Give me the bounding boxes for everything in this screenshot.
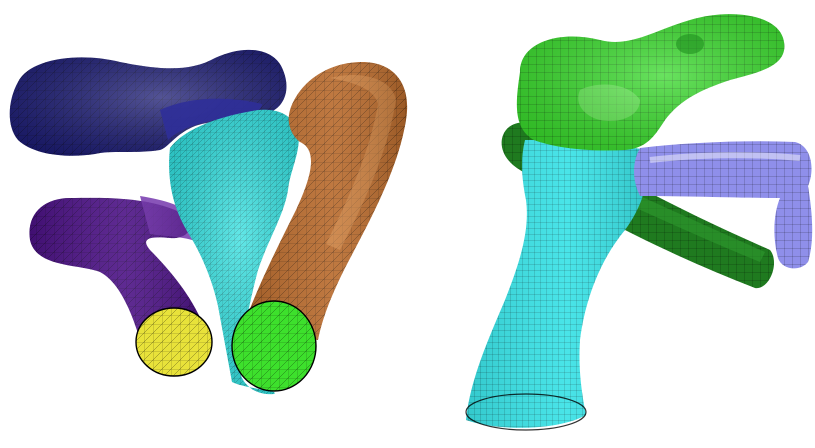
left-cyan-junction [169, 109, 299, 395]
left-purple-tube [29, 196, 205, 340]
left-mesh-model [9, 49, 408, 395]
left-top-tube-dark-blue [9, 49, 287, 156]
left-orange-tube [242, 62, 408, 340]
right-lavender-arm [634, 141, 813, 269]
left-yellow-cap [135, 307, 213, 377]
left-green-cap [231, 300, 317, 392]
right-green-top-blob [516, 14, 785, 151]
right-cyan-trunk [465, 140, 649, 431]
right-mesh-model [465, 14, 813, 431]
